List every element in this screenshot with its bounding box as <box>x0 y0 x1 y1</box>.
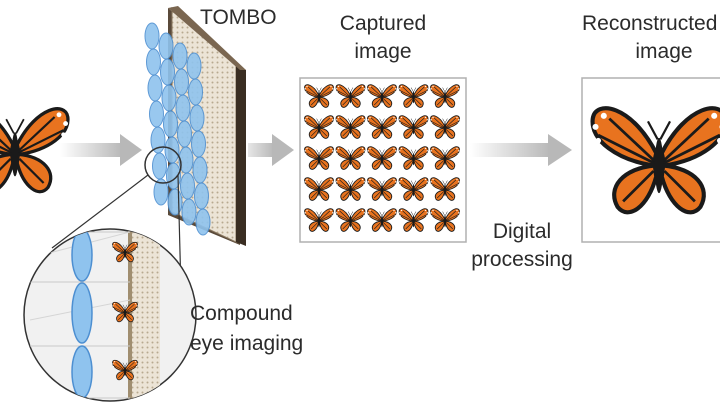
microlens-icon <box>146 48 161 76</box>
arrow-right-icon <box>60 134 142 166</box>
captured-image-panel <box>299 77 467 243</box>
microlens-icon <box>192 156 208 184</box>
label-digital-2: processing <box>471 248 573 271</box>
microlens-icon <box>163 110 178 138</box>
microlens-icon <box>160 58 175 86</box>
label-tombo: TOMBO <box>200 6 277 29</box>
microlens-array <box>144 22 211 236</box>
microlens-icon <box>189 104 205 132</box>
microlens-icon <box>149 100 164 128</box>
microlens-icon <box>167 188 183 216</box>
microlens-icon <box>175 94 191 122</box>
arrow-right-icon <box>248 134 294 166</box>
microlens-icon <box>180 172 195 200</box>
label-compound-2: eye imaging <box>190 332 303 355</box>
microlens-icon <box>161 84 177 112</box>
reconstructed-image-panel <box>581 77 720 243</box>
label-digital-1: Digital <box>493 220 551 243</box>
microlens-icon <box>181 198 197 226</box>
microlens-icon <box>194 182 209 210</box>
label-captured-2: image <box>354 40 411 63</box>
microlens-icon <box>191 130 206 158</box>
compound-eye-inset <box>23 228 197 402</box>
microlens-icon <box>188 78 203 106</box>
microlens-icon <box>177 120 192 148</box>
tombo-device <box>144 6 246 246</box>
source-butterfly-icon <box>0 107 70 194</box>
microlens-icon <box>186 52 202 80</box>
microlens-icon <box>174 68 189 96</box>
microlens-icon <box>152 152 167 180</box>
label-reconstructed-1: Reconstructed <box>582 12 717 35</box>
microlens-icon <box>158 32 174 60</box>
arrow-right-icon <box>470 134 572 166</box>
microlens-icon <box>144 22 160 50</box>
label-compound-1: Compound <box>190 302 293 325</box>
microlens-icon <box>153 178 169 206</box>
label-reconstructed-2: image <box>635 40 692 63</box>
microlens-icon <box>147 74 163 102</box>
label-captured-1: Captured <box>340 12 426 35</box>
microlens-icon <box>195 208 211 236</box>
microlens-icon <box>172 42 188 70</box>
